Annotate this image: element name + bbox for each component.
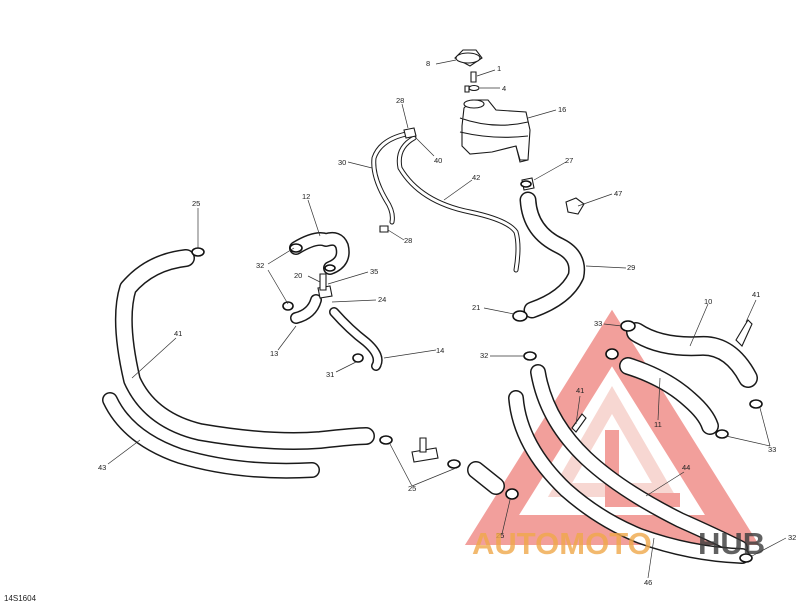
callout-32-b: 32 bbox=[480, 351, 488, 360]
callout-20: 20 bbox=[294, 271, 302, 280]
callout-29: 29 bbox=[627, 263, 635, 272]
callout-41: 41 bbox=[174, 329, 182, 338]
callout-33-b: 33 bbox=[768, 445, 776, 454]
callout-44: 44 bbox=[682, 463, 690, 472]
hoses bbox=[102, 131, 758, 564]
hose-clamps bbox=[191, 180, 763, 563]
callout-25: 25 bbox=[192, 199, 200, 208]
watermark-text-part1: AUTOMOTO bbox=[472, 526, 652, 561]
callout-28: 28 bbox=[396, 96, 404, 105]
reservoir-cap bbox=[454, 49, 483, 67]
fittings bbox=[317, 127, 753, 463]
callout-35: 35 bbox=[370, 267, 378, 276]
callout-28-b: 28 bbox=[404, 236, 412, 245]
callout-11: 11 bbox=[654, 420, 662, 429]
callout-33: 33 bbox=[594, 319, 602, 328]
screw-part bbox=[464, 71, 480, 93]
leader-lines bbox=[107, 59, 787, 579]
callout-43: 43 bbox=[98, 463, 106, 472]
callout-31: 31 bbox=[326, 370, 334, 379]
diagram-code: 14S1604 bbox=[4, 594, 37, 603]
callout-1: 1 bbox=[497, 64, 501, 73]
callout-14: 14 bbox=[436, 346, 444, 355]
callout-8: 8 bbox=[426, 59, 430, 68]
coolant-reservoir bbox=[459, 99, 531, 163]
callout-12: 12 bbox=[302, 192, 310, 201]
callout-47: 47 bbox=[614, 189, 622, 198]
callout-32-c: 32 bbox=[788, 533, 796, 542]
callout-41-b: 41 bbox=[752, 290, 760, 299]
callout-24: 24 bbox=[378, 295, 386, 304]
callout-46: 46 bbox=[644, 578, 652, 587]
callout-21: 21 bbox=[472, 303, 480, 312]
callout-27: 27 bbox=[565, 156, 573, 165]
callout-10: 10 bbox=[704, 297, 712, 306]
watermark-text-part2: HUB bbox=[698, 526, 765, 561]
callout-40: 40 bbox=[434, 156, 442, 165]
callout-25-c: 25 bbox=[496, 531, 504, 540]
callout-4: 4 bbox=[502, 84, 506, 93]
callout-42: 42 bbox=[472, 173, 480, 182]
callout-25-b: 25 bbox=[408, 484, 416, 493]
callout-30: 30 bbox=[338, 158, 346, 167]
callout-32: 32 bbox=[256, 261, 264, 270]
callout-numbers: 1 4 8 16 28 40 30 42 27 47 28 29 25 12 3… bbox=[98, 59, 796, 587]
callout-16: 16 bbox=[558, 105, 566, 114]
callout-41-c: 41 bbox=[576, 386, 584, 395]
callout-13: 13 bbox=[270, 349, 278, 358]
watermark-text: AUTOMOTO HUB bbox=[472, 526, 765, 561]
